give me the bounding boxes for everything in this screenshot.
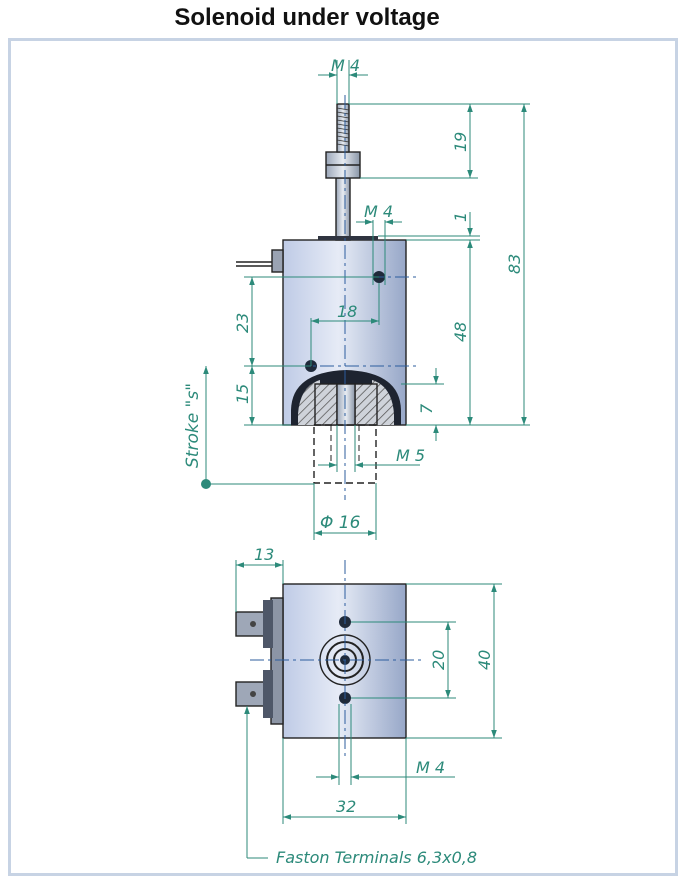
dim-plunger-diameter: Φ 16	[320, 513, 361, 533]
dim-mount-thread: M 4	[364, 202, 393, 221]
top-view-dimensions	[235, 560, 502, 859]
dim-hole-distance: 20	[429, 650, 448, 670]
dim-thread-top: M 4	[331, 56, 360, 75]
side-view-dimensions	[201, 60, 530, 540]
dim-total-height: 83	[505, 254, 524, 274]
top-view-labels: 13 20 40 M 4 32 Faston Terminals 6,3x0,8	[254, 545, 494, 867]
dim-bottom-thread: M 5	[396, 446, 425, 465]
stroke-label: Stroke "s"	[183, 383, 203, 468]
dim-hole-upper: 23	[233, 313, 252, 333]
dim-top-thread: M 4	[416, 758, 445, 777]
top-view	[235, 560, 425, 760]
faston-terminals-label: Faston Terminals 6,3x0,8	[276, 848, 477, 867]
threaded-stud	[336, 103, 350, 153]
terminal-tab	[271, 249, 284, 273]
page-title: Solenoid under voltage	[174, 4, 440, 31]
dim-hole-spacing: 18	[337, 302, 357, 321]
dim-body-height: 48	[451, 322, 470, 342]
faston-terminal-upper	[235, 600, 273, 648]
dim-top-width: 32	[336, 797, 356, 816]
side-view	[236, 95, 420, 500]
side-view-labels: M 4 19 83 M 4 1 48 18 23 15 7 M 5 Φ 16 S…	[183, 56, 524, 533]
dim-bottom-depth: 7	[417, 403, 436, 414]
plunger-rod	[335, 177, 351, 241]
dim-top-height: 40	[475, 650, 494, 670]
dim-terminal-offset: 13	[254, 545, 274, 564]
dim-hole-lower: 15	[233, 384, 252, 404]
faston-terminal-lower	[235, 670, 273, 718]
dim-thread-length: 19	[451, 132, 470, 152]
top-plate	[318, 236, 378, 240]
dim-gap: 1	[451, 212, 470, 222]
stroke-envelope	[313, 424, 377, 484]
